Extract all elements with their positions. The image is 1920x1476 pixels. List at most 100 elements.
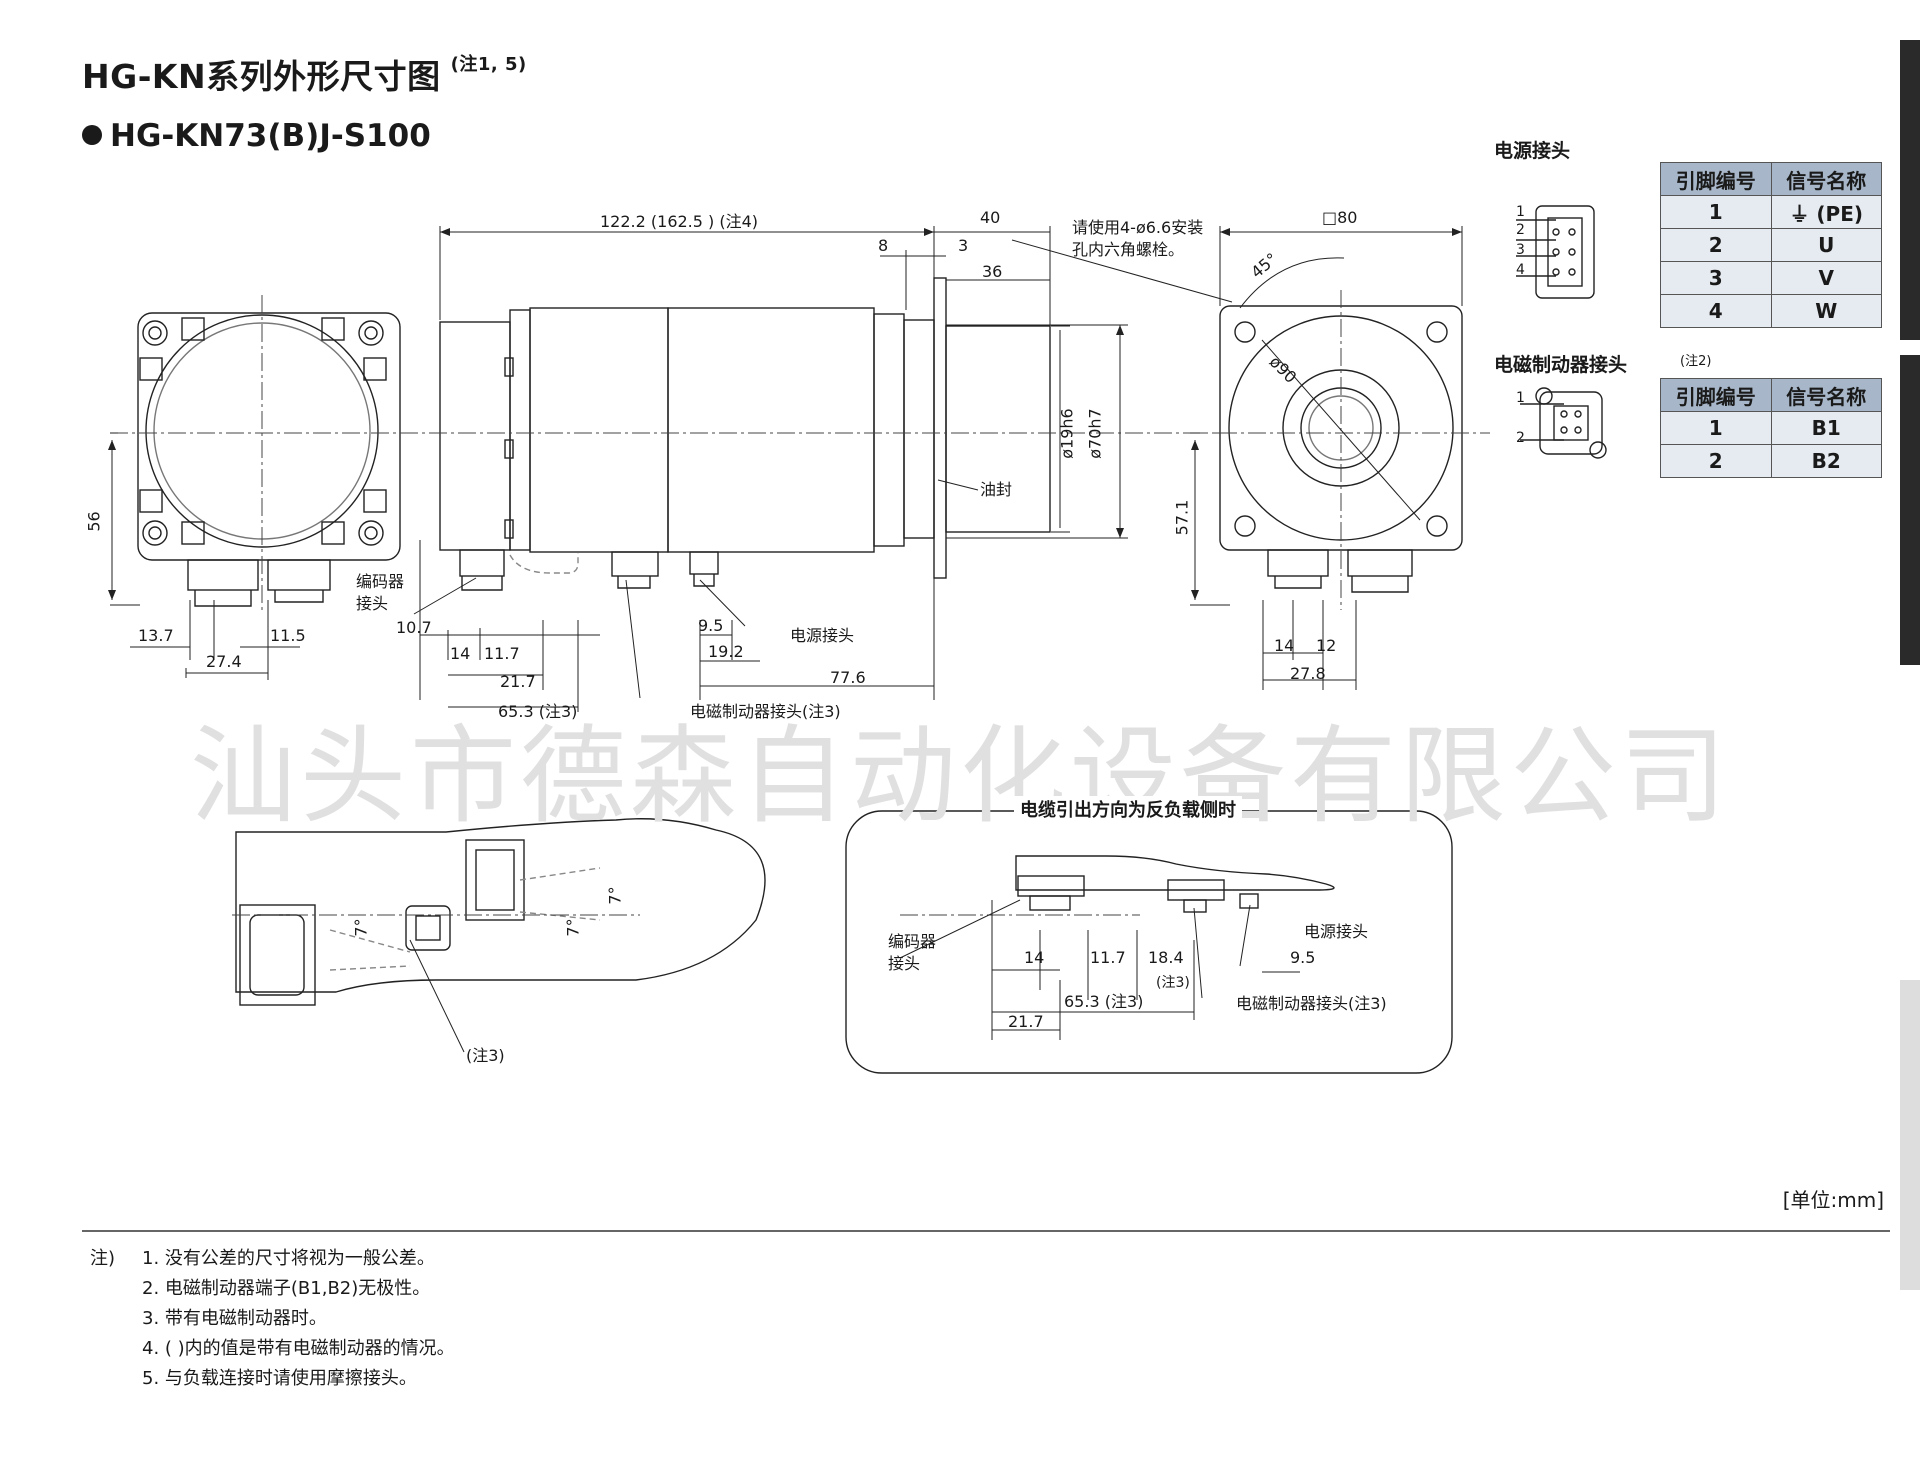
mount-note-line2: 孔内六角螺栓。 bbox=[1072, 240, 1185, 259]
table-row: 4 W bbox=[1660, 294, 1882, 328]
pin-number: 3 bbox=[1660, 261, 1772, 295]
encoder-connector-label-1: 编码器 bbox=[356, 572, 405, 591]
center-lines bbox=[110, 290, 1490, 916]
dim-40: 40 bbox=[980, 208, 1001, 227]
pin-number: 4 bbox=[1660, 294, 1772, 328]
power-pin-2: 2 bbox=[1516, 222, 1525, 238]
notes: 注) 1. 没有公差的尺寸将视为一般公差。 2. 电磁制动器端子(B1,B2)无… bbox=[90, 1244, 455, 1394]
table-row: 2 B2 bbox=[1660, 444, 1882, 478]
dim-65-3: 65.3 (注3) bbox=[498, 702, 578, 721]
table-row: 1 ⏚ (PE) bbox=[1660, 195, 1882, 229]
table-row: 3 V bbox=[1660, 261, 1882, 295]
dim-12: 12 bbox=[1316, 636, 1337, 655]
signal-name: U bbox=[1770, 228, 1882, 262]
note-item: 2. 电磁制动器端子(B1,B2)无极性。 bbox=[142, 1278, 431, 1299]
power-pin-4: 4 bbox=[1516, 262, 1525, 278]
table-row: 1 B1 bbox=[1660, 411, 1882, 445]
dim-27-8: 27.8 bbox=[1290, 664, 1326, 683]
motor-front-view bbox=[137, 312, 401, 607]
reverse-dim-65-3: 65.3 (注3) bbox=[1064, 992, 1144, 1011]
pin-number: 2 bbox=[1660, 444, 1772, 478]
power-connector-drawing bbox=[1516, 205, 1595, 299]
dim-57-1: 57.1 bbox=[1172, 499, 1192, 536]
mount-note-line1: 请使用4-ø6.6安装 bbox=[1072, 218, 1204, 237]
section-tab-1 bbox=[1900, 40, 1920, 340]
dim-77-6: 77.6 bbox=[830, 668, 866, 687]
dim-3: 3 bbox=[958, 236, 969, 255]
motor-side-view bbox=[439, 277, 1051, 591]
power-col-signal: 信号名称 bbox=[1770, 162, 1882, 196]
dim-11-7: 11.7 bbox=[484, 644, 520, 663]
dim-13-7: 13.7 bbox=[138, 626, 174, 645]
reverse-brake-label: 电磁制动器接头(注3) bbox=[1236, 994, 1387, 1013]
note-item: 3. 带有电磁制动器时。 bbox=[142, 1308, 327, 1329]
unit-label: [单位:mm] bbox=[1782, 1188, 1884, 1212]
detail-note-3: (注3) bbox=[466, 1046, 505, 1065]
note-item: 4. ( )内的值是带有电磁制动器的情况。 bbox=[142, 1338, 455, 1359]
arrow-markers bbox=[108, 228, 1462, 600]
signal-name: V bbox=[1770, 261, 1882, 295]
dim-9-5: 9.5 bbox=[698, 616, 724, 635]
encoder-connector-label-2: 接头 bbox=[356, 594, 389, 613]
notes-prefix: 注) bbox=[90, 1248, 116, 1269]
dim-spigot-70h7: ø70h7 bbox=[1085, 408, 1105, 459]
signal-name: ⏚ (PE) bbox=[1770, 195, 1882, 229]
power-pin-1: 1 bbox=[1516, 204, 1525, 220]
signal-name: B2 bbox=[1770, 444, 1882, 478]
divider bbox=[82, 1230, 1890, 1232]
bullet-icon bbox=[82, 124, 102, 145]
note-item: 5. 与负载连接时请使用摩擦接头。 bbox=[142, 1368, 417, 1389]
table-row: 2 U bbox=[1660, 228, 1882, 262]
detail-angle-a: 7° bbox=[351, 918, 371, 937]
pin-number: 1 bbox=[1660, 411, 1772, 445]
brake-pin-1: 1 bbox=[1516, 390, 1525, 406]
brake-col-signal: 信号名称 bbox=[1770, 378, 1882, 412]
reverse-encoder-label-1: 编码器 bbox=[888, 932, 937, 951]
dim-19-2: 19.2 bbox=[708, 642, 744, 661]
brake-connector-note: (注2) bbox=[1680, 354, 1712, 369]
power-pin-table: 引脚编号 信号名称 1 ⏚ (PE) 2 U 3 V 4 W bbox=[1660, 162, 1882, 328]
section-tab-2 bbox=[1900, 355, 1920, 665]
detail-angle-c: 7° bbox=[605, 886, 625, 905]
watermark: 汕头市德森自动化设备有限公司 bbox=[190, 715, 1730, 838]
section-tab-3 bbox=[1900, 980, 1920, 1290]
oil-seal-label: 油封 bbox=[980, 480, 1013, 499]
reverse-detail-title: 电缆引出方向为反负载侧时 bbox=[1014, 796, 1242, 822]
dim-10-7: 10.7 bbox=[396, 618, 432, 637]
cable-detail-drawing bbox=[235, 818, 766, 1006]
reverse-dim-14: 14 bbox=[1024, 948, 1045, 967]
dim-27-4: 27.4 bbox=[206, 652, 242, 671]
reverse-power-label: 电源接头 bbox=[1304, 922, 1369, 941]
dim-56: 56 bbox=[84, 511, 104, 532]
dim-shaft-19h6: ø19h6 bbox=[1057, 408, 1077, 459]
power-connector-label: 电源接头 bbox=[790, 626, 855, 645]
dim-36: 36 bbox=[982, 262, 1003, 281]
dim-21-7: 21.7 bbox=[500, 672, 536, 691]
reverse-encoder-label-2: 接头 bbox=[888, 954, 921, 973]
signal-name: B1 bbox=[1770, 411, 1882, 445]
note-item: 1. 没有公差的尺寸将视为一般公差。 bbox=[142, 1248, 435, 1269]
dim-8: 8 bbox=[878, 236, 889, 255]
pin-number: 2 bbox=[1660, 228, 1772, 262]
pin-number: 1 bbox=[1660, 195, 1772, 229]
dim-14: 14 bbox=[450, 644, 471, 663]
brake-col-pin: 引脚编号 bbox=[1660, 378, 1772, 412]
brake-connector-label: 电磁制动器接头(注3) bbox=[690, 702, 841, 721]
signal-name: W bbox=[1770, 294, 1882, 328]
brake-pin-table: 引脚编号 信号名称 1 B1 2 B2 bbox=[1660, 378, 1882, 478]
power-connector-heading: 电源接头 bbox=[1494, 140, 1571, 162]
dim-total-length: 122.2 (162.5 ) (注4) bbox=[600, 212, 759, 231]
model-name: HG-KN73(B)J-S100 bbox=[110, 118, 431, 154]
reverse-dim-9-5: 9.5 bbox=[1290, 948, 1316, 967]
power-pin-3: 3 bbox=[1516, 242, 1525, 258]
reverse-dim-note3: (注3) bbox=[1156, 975, 1190, 991]
reverse-cable-detail bbox=[845, 810, 1453, 1074]
dim-14-flange: 14 bbox=[1274, 636, 1295, 655]
brake-connector-heading: 电磁制动器接头 bbox=[1494, 354, 1628, 376]
brake-pin-2: 2 bbox=[1516, 430, 1525, 446]
dim-11-5: 11.5 bbox=[270, 626, 306, 645]
reverse-dim-21-7: 21.7 bbox=[1008, 1012, 1044, 1031]
model-heading: HG-KN73(B)J-S100 bbox=[82, 118, 431, 154]
brake-connector-drawing bbox=[1520, 387, 1607, 459]
reverse-dim-18-4: 18.4 bbox=[1148, 948, 1184, 967]
